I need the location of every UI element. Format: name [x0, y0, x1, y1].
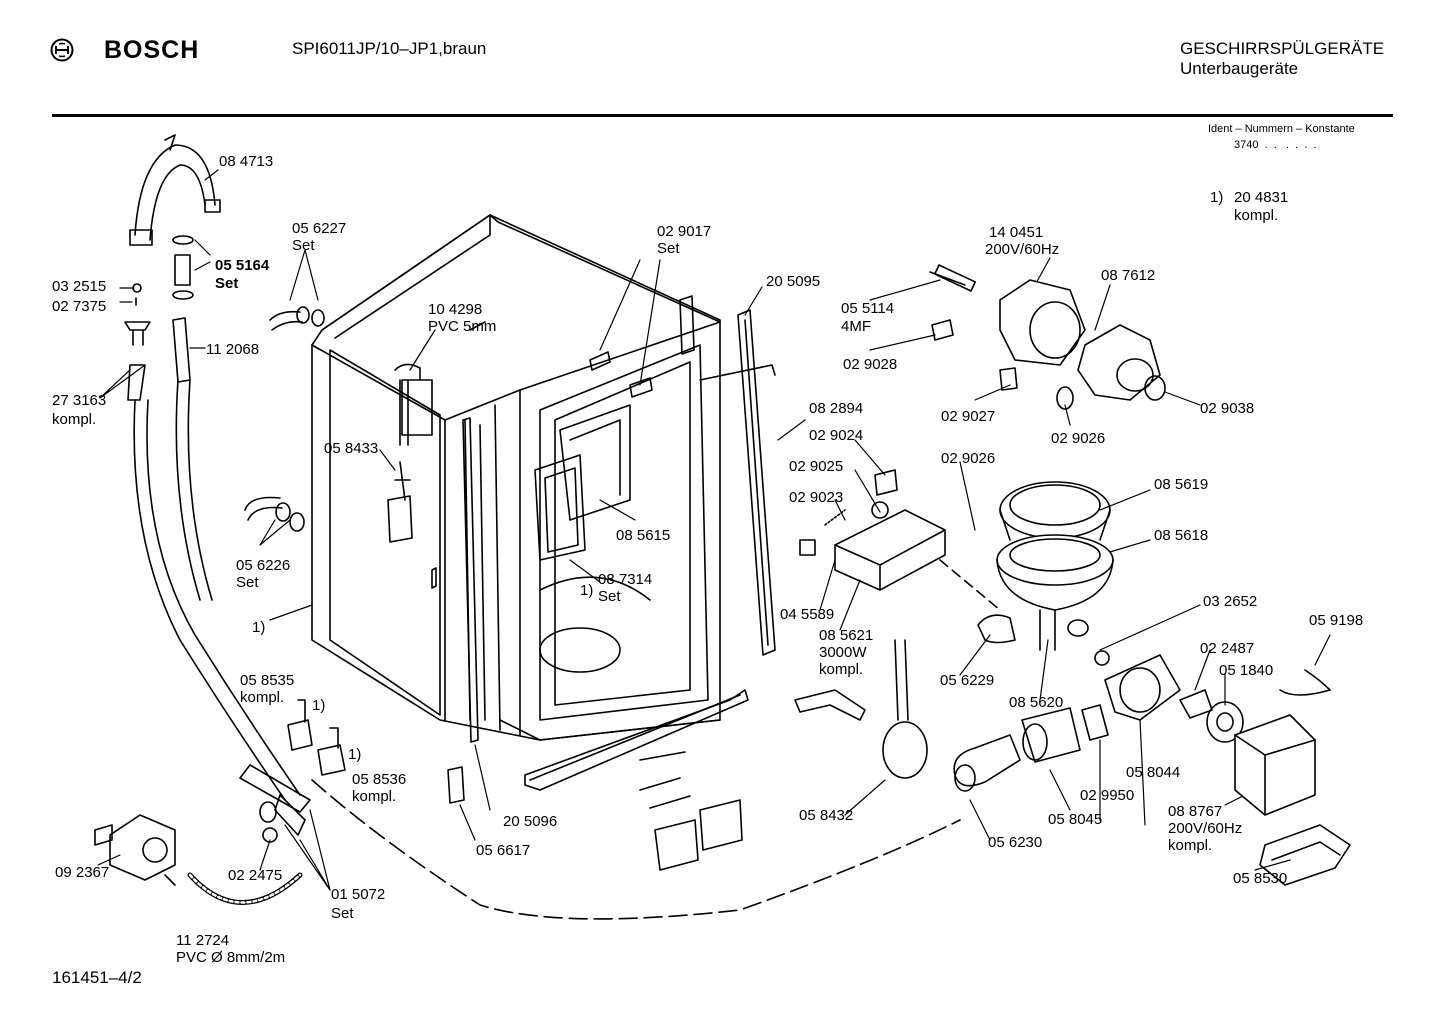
part-label-140451: 14 0451: [989, 224, 1044, 241]
part-label-273163-kompl: kompl.: [52, 411, 97, 428]
part-label-055164-set: Set: [215, 275, 239, 292]
part-label-015072-set: Set: [331, 905, 354, 922]
bosch-logo-icon: [50, 38, 74, 62]
part-label-082894: 08 2894: [809, 400, 864, 417]
part-label-056226-set: Set: [236, 574, 259, 591]
part-label-058535-kompl: kompl.: [240, 689, 285, 706]
part-label-058535: 05 8535: [240, 672, 295, 689]
part-label-022487: 02 2487: [1200, 640, 1255, 657]
model-number: SPI6011JP/10–JP1,braun: [292, 39, 487, 58]
part-label-104298: 10 4298: [428, 301, 483, 318]
part-label-058530: 05 8530: [1233, 870, 1288, 887]
drawing-code: 161451–4/2: [52, 968, 142, 987]
note-part-number: 20 4831: [1234, 189, 1289, 206]
ident-label: Ident – Nummern – Konstante: [1208, 123, 1355, 135]
part-label-104298-pvc: PVC 5mm: [428, 318, 497, 335]
note-part-kompl: kompl.: [1234, 207, 1279, 224]
part-label-058044: 05 8044: [1126, 764, 1181, 781]
part-label-045589: 04 5589: [780, 606, 835, 623]
part-label-055164: 05 5164: [215, 257, 270, 274]
part-label-273163: 27 3163: [52, 392, 107, 409]
part-label-085621-power: 3000W: [819, 644, 867, 661]
part-label-058536: 05 8536: [352, 771, 407, 788]
part-label-092367: 09 2367: [55, 864, 110, 881]
part-label-056617: 05 6617: [476, 842, 531, 859]
part-label-205096: 20 5096: [503, 813, 558, 830]
part-label-085618: 08 5618: [1154, 527, 1209, 544]
part-label-087314-marker: 1): [580, 582, 594, 599]
part-label-029023: 02 9023: [789, 489, 844, 506]
part-label-085620: 08 5620: [1009, 694, 1064, 711]
part-label-029017: 02 9017: [657, 223, 712, 240]
part-label-088767-voltage: 200V/60Hz: [1168, 820, 1243, 837]
part-label-085619: 08 5619: [1154, 476, 1209, 493]
part-label-084713: 08 4713: [219, 153, 274, 170]
part-label-058433: 05 8433: [324, 440, 379, 457]
part-label-085621: 08 5621: [819, 627, 874, 644]
part-label-058535-marker: 1): [312, 697, 326, 714]
ident-value: 3740 . . . . . .: [1234, 139, 1317, 151]
part-label-087314-set: Set: [598, 588, 621, 605]
part-label-022475: 02 2475: [228, 867, 283, 884]
part-label-029026-b: 02 9026: [941, 450, 996, 467]
part-label-087314: 08 7314: [598, 571, 653, 588]
part-label-029025: 02 9025: [789, 458, 844, 475]
part-label-029950: 02 9950: [1080, 787, 1135, 804]
part-label-029026-a: 02 9026: [1051, 430, 1106, 447]
part-label-032652: 03 2652: [1203, 593, 1258, 610]
part-label-085615: 08 5615: [616, 527, 671, 544]
part-label-029028: 02 9028: [843, 356, 898, 373]
part-label-056229: 05 6229: [940, 672, 995, 689]
part-label-112724-pvc: PVC Ø 8mm/2m: [176, 949, 286, 966]
part-label-112068: 11 2068: [206, 341, 260, 358]
part-label-055114: 05 5114: [841, 300, 895, 317]
part-label-058432: 05 8432: [799, 807, 854, 824]
part-label-029027: 02 9027: [941, 408, 996, 425]
part-label-058536-kompl: kompl.: [352, 788, 397, 805]
tub-body-drawing: [311, 214, 721, 741]
part-label-056227: 05 6227: [292, 220, 347, 237]
part-label-029017-set: Set: [657, 240, 680, 257]
brand-name: BOSCH: [104, 36, 200, 64]
part-label-140451-voltage: 200V/60Hz: [985, 241, 1060, 258]
part-label-note-1: 1): [252, 619, 266, 636]
part-label-058536-marker: 1): [348, 746, 362, 763]
part-label-032515: 03 2515: [52, 278, 107, 295]
part-label-056227-set: Set: [292, 237, 315, 254]
note-marker: 1): [1210, 189, 1224, 206]
part-label-085621-kompl: kompl.: [819, 661, 864, 678]
part-label-056230: 05 6230: [988, 834, 1043, 851]
part-label-059198: 05 9198: [1309, 612, 1364, 629]
part-label-088767: 08 8767: [1168, 803, 1223, 820]
part-label-051840: 05 1840: [1219, 662, 1274, 679]
part-label-088767-kompl: kompl.: [1168, 837, 1213, 854]
category-subtitle: Unterbaugeräte: [1180, 59, 1299, 78]
part-label-056226: 05 6226: [236, 557, 291, 574]
header-divider: [52, 114, 1393, 117]
part-label-015072: 01 5072: [331, 886, 386, 903]
part-label-205095: 20 5095: [766, 273, 821, 290]
part-label-055114-4mf: 4MF: [841, 318, 871, 335]
category-title: GESCHIRRSPÜLGERÄTE: [1180, 39, 1385, 58]
part-label-027375: 02 7375: [52, 298, 107, 315]
part-label-112724: 11 2724: [176, 932, 230, 949]
part-label-029038: 02 9038: [1200, 400, 1255, 417]
part-label-058045: 05 8045: [1048, 811, 1103, 828]
part-label-029024: 02 9024: [809, 427, 864, 444]
part-label-087612: 08 7612: [1101, 267, 1156, 284]
